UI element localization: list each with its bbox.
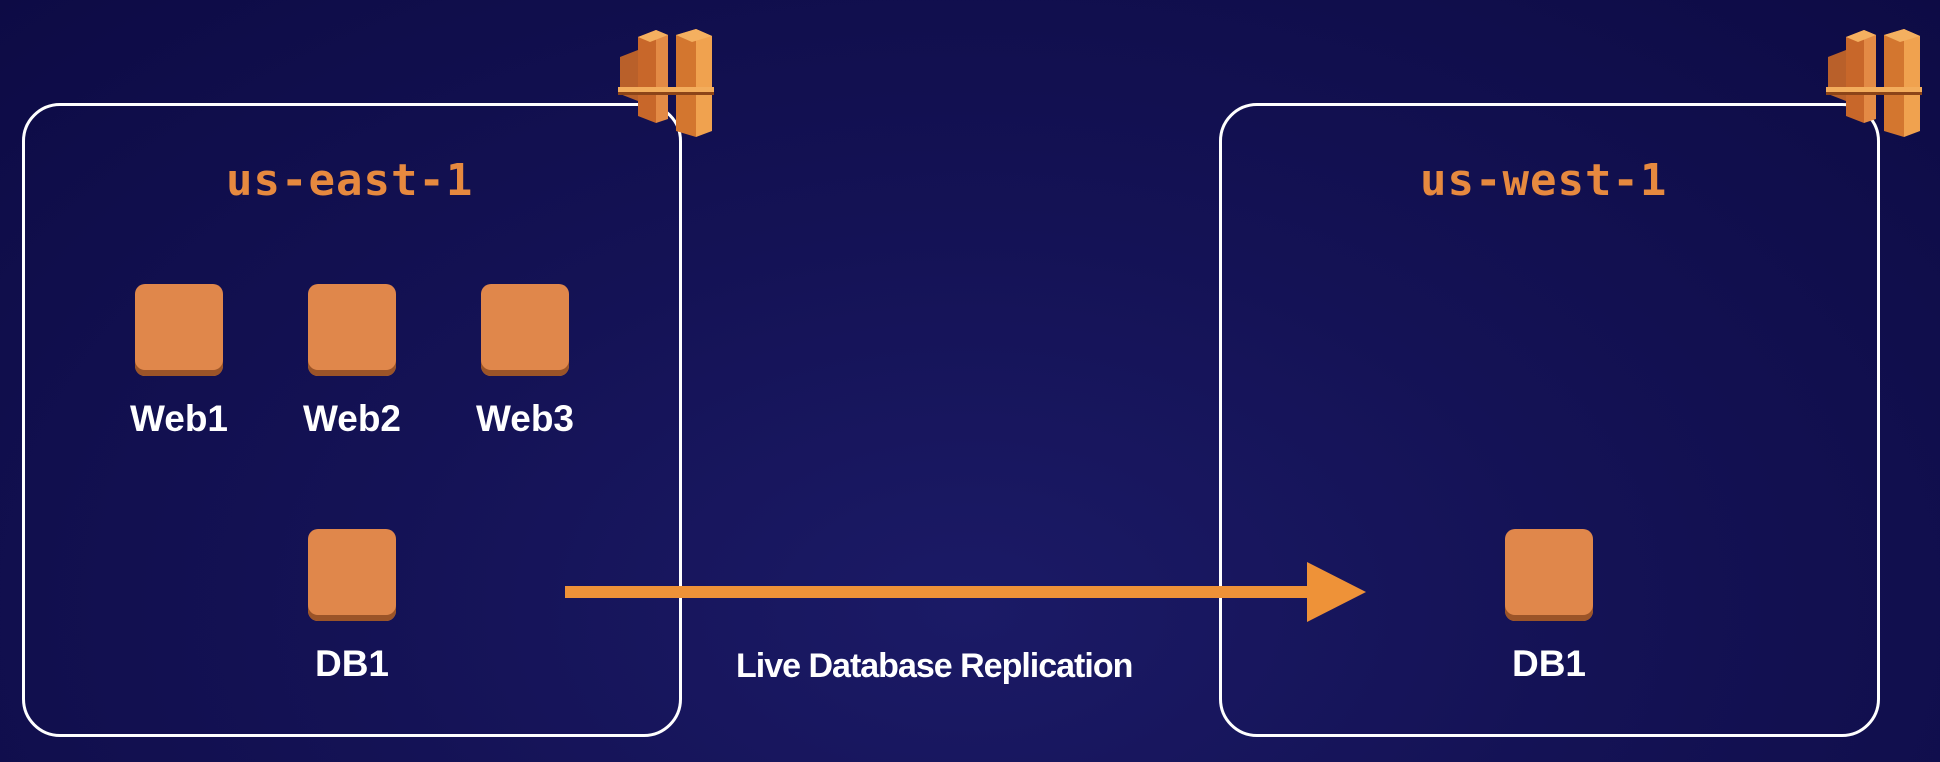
aws-region-icon [1826,29,1922,137]
database-icon-db1-west [1505,529,1593,621]
aws-region-icon [618,29,714,137]
region-label-us-east-1: us-east-1 [226,155,474,206]
database-label-db1-east: DB1 [314,643,390,684]
replication-label: Live Database Replication [736,647,1133,685]
arrow-right-icon [565,562,1366,622]
server-label-web1: Web1 [129,398,228,439]
server-icon-web3 [481,284,569,376]
region-box-us-west-1 [1219,103,1880,737]
region-label-us-west-1: us-west-1 [1420,155,1668,206]
server-icon-web1 [135,284,223,376]
server-icon-web2 [308,284,396,376]
database-icon-db1-east [308,529,396,621]
region-box-us-east-1 [22,103,682,737]
database-label-db1-west: DB1 [1511,643,1587,684]
server-label-web3: Web3 [475,398,574,439]
server-label-web2: Web2 [302,398,401,439]
